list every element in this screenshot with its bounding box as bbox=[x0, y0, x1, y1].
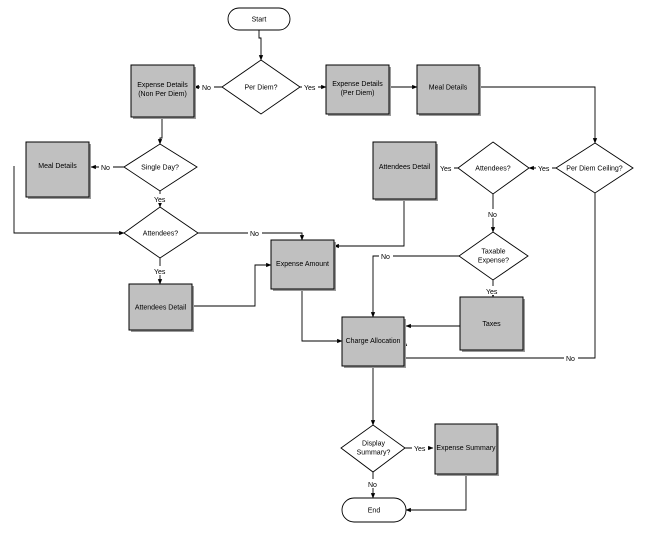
display-summary-line2: Summary? bbox=[357, 450, 391, 457]
start-node: Start bbox=[227, 7, 291, 31]
edge-attendees-detail-left-to-amount bbox=[192, 262, 272, 307]
label-per-diem-no: No bbox=[202, 85, 211, 92]
label-display-no: No bbox=[368, 482, 377, 489]
charge-allocation-node: Charge Allocation bbox=[341, 316, 406, 368]
edge-attendees-left-no bbox=[198, 232, 305, 241]
display-summary-line1: Display bbox=[362, 441, 385, 448]
label-attendees-left-no: No bbox=[250, 231, 259, 238]
single-day-decision-label: Single Day? bbox=[141, 165, 179, 172]
edge-start-to-per-diem bbox=[258, 30, 264, 61]
edge-attendees-detail-right-to-amount bbox=[333, 199, 405, 249]
label-display-yes: Yes bbox=[414, 446, 426, 453]
expense-summary-node: Expense Summary bbox=[434, 423, 499, 476]
taxes-label: Taxes bbox=[482, 321, 501, 328]
taxable-expense-line1: Taxable bbox=[481, 249, 505, 256]
edge-meal-to-ceiling bbox=[479, 86, 598, 144]
label-attendees-right-yes: Yes bbox=[440, 166, 452, 173]
expense-summary-label: Expense Summary bbox=[436, 445, 496, 452]
meal-details-right-node: Meal Details bbox=[416, 64, 481, 116]
label-taxable-yes: Yes bbox=[486, 289, 498, 296]
nodes: Start Per Diem? Expense Details (Non Per… bbox=[25, 7, 634, 523]
expense-details-per-diem-line2: (Per Diem) bbox=[341, 90, 375, 97]
attendees-right-decision-label: Attendees? bbox=[475, 166, 511, 173]
display-summary-decision: Display Summary? bbox=[340, 424, 406, 473]
expense-details-non-per-diem-line2: (Non Per Diem) bbox=[138, 91, 187, 98]
taxable-expense-line2: Expense? bbox=[478, 258, 509, 265]
attendees-detail-right-node: Attendees Detail bbox=[372, 141, 438, 201]
label-taxable-no: No bbox=[381, 254, 390, 261]
end-node: End bbox=[341, 497, 407, 523]
taxable-expense-decision: Taxable Expense? bbox=[458, 231, 529, 281]
attendees-detail-left-node: Attendees Detail bbox=[128, 283, 194, 332]
single-day-decision: Single Day? bbox=[123, 143, 198, 192]
label-ceiling-no: No bbox=[566, 356, 575, 363]
edge-amount-to-charge bbox=[301, 289, 343, 344]
label-ceiling-yes: Yes bbox=[538, 166, 550, 173]
per-diem-decision-label: Per Diem? bbox=[244, 85, 277, 92]
expense-amount-node: Expense Amount bbox=[270, 239, 336, 291]
edge-non-per-diem-to-single-day bbox=[157, 117, 163, 145]
expense-details-per-diem-node: Expense Details (Per Diem) bbox=[325, 64, 391, 116]
edge-summary-to-end bbox=[405, 474, 467, 513]
start-label: Start bbox=[252, 17, 267, 24]
expense-details-non-per-diem-node: Expense Details (Non Per Diem) bbox=[130, 64, 196, 119]
attendees-right-decision: Attendees? bbox=[457, 141, 530, 195]
expense-details-per-diem-line1: Expense Details bbox=[332, 81, 383, 88]
end-label: End bbox=[368, 508, 381, 515]
label-attendees-right-no: No bbox=[488, 212, 497, 219]
attendees-detail-left-label: Attendees Detail bbox=[135, 305, 187, 312]
expense-details-non-per-diem-line1: Expense Details bbox=[137, 82, 188, 89]
meal-details-right-label: Meal Details bbox=[429, 85, 468, 92]
meal-details-left-node: Meal Details bbox=[25, 141, 91, 199]
edge-labels: No Yes Yes Yes No No Yes No No Yes No Ye… bbox=[99, 82, 578, 489]
label-per-diem-yes: Yes bbox=[304, 85, 316, 92]
per-diem-decision: Per Diem? bbox=[221, 59, 301, 115]
expense-amount-label: Expense Amount bbox=[276, 261, 329, 268]
attendees-left-decision-label: Attendees? bbox=[143, 231, 179, 238]
label-single-day-no: No bbox=[101, 165, 110, 172]
per-diem-ceiling-decision: Per Diem Ceiling? bbox=[555, 142, 634, 194]
attendees-left-decision: Attendees? bbox=[123, 206, 199, 259]
label-single-day-yes: Yes bbox=[154, 197, 166, 204]
per-diem-ceiling-decision-label: Per Diem Ceiling? bbox=[566, 166, 623, 173]
label-attendees-left-yes: Yes bbox=[154, 269, 166, 276]
taxes-node: Taxes bbox=[459, 296, 525, 352]
edge-meal-left-to-attendees bbox=[13, 166, 125, 236]
charge-allocation-label: Charge Allocation bbox=[346, 338, 401, 345]
meal-details-left-label: Meal Details bbox=[38, 163, 77, 170]
attendees-detail-right-label: Attendees Detail bbox=[379, 164, 431, 171]
edge-taxable-no bbox=[370, 255, 459, 318]
